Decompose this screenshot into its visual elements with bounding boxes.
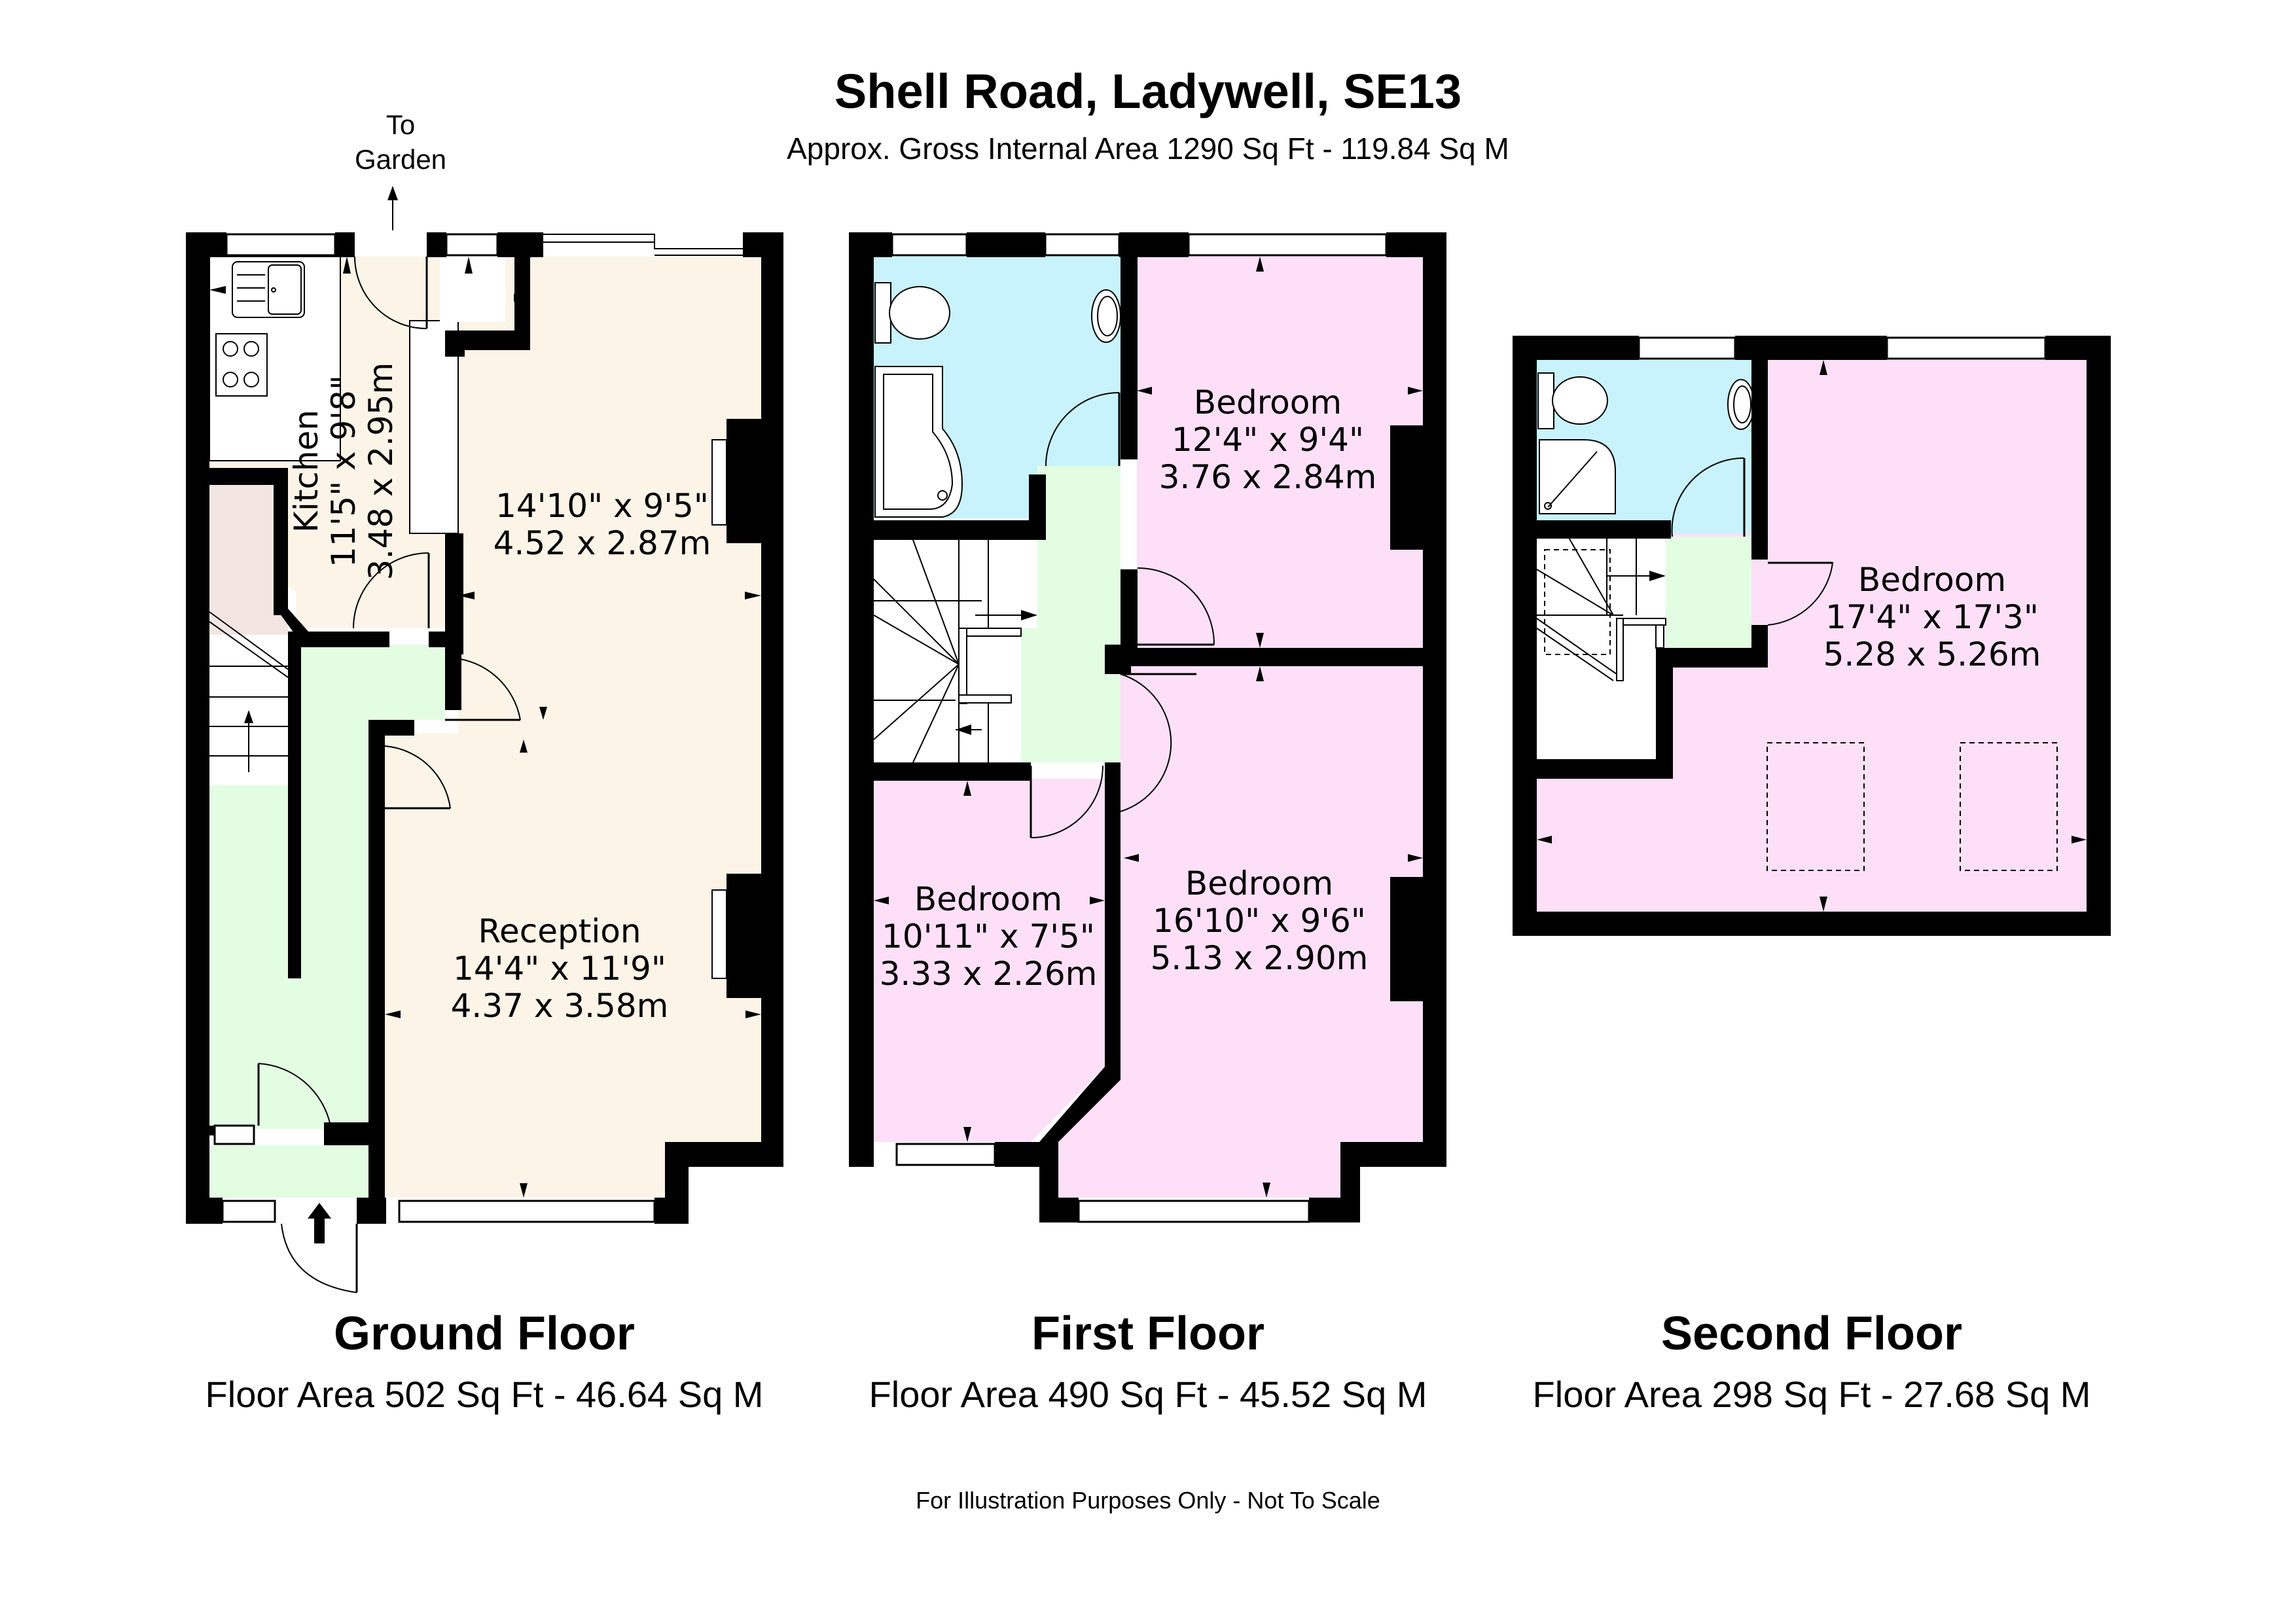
stairs-arrow-right-icon xyxy=(975,610,1037,620)
reception-bay-window xyxy=(398,1200,656,1223)
stairs-up-arrow-icon xyxy=(244,710,253,772)
reception-metric: 4.37 x 3.58m xyxy=(451,987,669,1025)
sf-stairs-arrow-icon xyxy=(1607,571,1666,581)
svg-text:3.48 x 2.95m: 3.48 x 2.95m xyxy=(362,363,400,580)
first-floor-area: Floor Area 490 Sq Ft - 45.52 Sq M xyxy=(869,1374,1427,1415)
bedroom-rear-metric: 3.76 x 2.84m xyxy=(1159,458,1377,496)
toilet-icon xyxy=(874,282,950,344)
disclaimer: For Illustration Purposes Only - Not To … xyxy=(916,1487,1380,1514)
porch-floor xyxy=(209,1145,370,1198)
sliding-door-window xyxy=(543,234,743,256)
loft-bedroom-imperial: 17'4" x 17'3" xyxy=(1825,598,2039,636)
first-floor-staircase xyxy=(873,539,1037,763)
utility-cupboard xyxy=(440,257,505,322)
bedroom-small-imperial: 10'11" x 7'5" xyxy=(882,918,1095,955)
bedroom-rear-window xyxy=(1187,233,1388,257)
loft-bedroom-name: Bedroom xyxy=(1858,561,2006,599)
bedroom-small-name: Bedroom xyxy=(914,880,1062,918)
ground-floor-plan: To Garden xyxy=(186,109,783,1293)
loft-bedroom-metric: 5.28 x 5.26m xyxy=(1823,635,2041,673)
ground-floor-area: Floor Area 502 Sq Ft - 46.64 Sq M xyxy=(206,1374,764,1415)
cupboard-window xyxy=(445,233,499,257)
garden-door-swing xyxy=(354,256,427,329)
dining-metric: 4.52 x 2.87m xyxy=(493,524,711,562)
sink-icon xyxy=(232,261,305,318)
first-floor-measurement-arrows xyxy=(874,257,1423,1198)
kitchen-door-swing xyxy=(353,552,429,629)
to-garden-arrow-icon xyxy=(387,186,398,230)
reception-imperial: 14'4" x 11'9" xyxy=(453,950,666,988)
landing-floor xyxy=(962,466,1121,762)
to-garden-label-line2: Garden xyxy=(355,144,446,175)
reception-fireplace-2 xyxy=(711,889,727,979)
entrance-arrowhead-icon xyxy=(308,1203,331,1219)
skylight-2 xyxy=(1960,742,2058,871)
skylight-1 xyxy=(1767,742,1865,871)
second-floor-area: Floor Area 298 Sq Ft - 27.68 Sq M xyxy=(1533,1374,2091,1415)
bedroom-front-floor xyxy=(1058,664,1423,1198)
bedroom-front-door-swing xyxy=(1120,673,1172,812)
bedroom-small-floor xyxy=(874,779,1105,1142)
first-floor-title: First Floor xyxy=(1031,1308,1265,1360)
front-door-swing xyxy=(281,1223,357,1293)
basin-icon xyxy=(1091,289,1121,343)
reception-floor xyxy=(385,733,761,1198)
bedroom-front-window xyxy=(1077,1200,1310,1223)
reception-door-swing xyxy=(384,745,451,809)
shower-room-door-swing xyxy=(1671,457,1745,537)
ground-floor-walls xyxy=(186,232,783,1224)
second-floor-plan: Bedroom 17'4" x 17'3" 5.28 x 5.26m xyxy=(1513,336,2111,936)
second-floor-measurement-arrows xyxy=(1537,360,2087,912)
bathroom-window-1 xyxy=(891,233,968,257)
svg-text:Kitchen: Kitchen xyxy=(287,410,325,533)
bedroom-rear-door-swing xyxy=(1137,567,1215,645)
sf-toilet-icon xyxy=(1537,372,1608,429)
hob-icon xyxy=(215,333,268,397)
measurement-arrows xyxy=(209,257,761,1198)
bedroom-rear-imperial: 12'4" x 9'4" xyxy=(1172,421,1364,459)
entrance-arrow-icon xyxy=(314,1217,325,1243)
bathtub-icon xyxy=(874,366,963,518)
kitchen-window xyxy=(225,233,336,257)
svg-text:11'5" x 9'8": 11'5" x 9'8" xyxy=(325,375,363,567)
sf-basin-icon xyxy=(1727,379,1755,430)
loft-bedroom-window xyxy=(1886,336,2047,360)
kitchen-label: Kitchen 11'5" x 9'8" 3.48 x 2.95m xyxy=(287,363,400,580)
bathroom-window-2 xyxy=(1044,233,1121,257)
porch-front-window xyxy=(221,1200,276,1223)
second-floor-walls xyxy=(1513,336,2111,936)
bedroom-small-metric: 3.33 x 2.26m xyxy=(880,955,1098,993)
gross-area-subtitle: Approx. Gross Internal Area 1290 Sq Ft -… xyxy=(787,132,1509,166)
dining-imperial: 14'10" x 9'5" xyxy=(495,487,709,525)
loft-bedroom-door-swing xyxy=(1767,562,1834,626)
bedroom-front-name: Bedroom xyxy=(1185,865,1333,902)
ground-floor-title: Ground Floor xyxy=(334,1308,635,1360)
shower-room-window xyxy=(1638,336,1736,360)
bedroom-rear-name: Bedroom xyxy=(1194,383,1342,421)
first-floor-plan: Bedroom 12'4" x 9'4" 3.76 x 2.84m Bedroo… xyxy=(849,232,1446,1223)
shower-tray-icon xyxy=(1539,439,1616,514)
reception-rear-door-swing xyxy=(444,656,521,721)
stairs-arrow-left-icon xyxy=(956,724,982,735)
second-floor-staircase xyxy=(1536,536,1666,681)
staircase xyxy=(209,611,301,786)
sf-staircase-floor xyxy=(1537,537,1666,759)
page-title: Shell Road, Ladywell, SE13 xyxy=(834,64,1462,118)
porch-side-window xyxy=(213,1124,255,1145)
bedroom-front-metric: 5.13 x 2.90m xyxy=(1151,939,1369,977)
reception-fireplace xyxy=(711,439,727,526)
bedroom-small-door-swing xyxy=(1030,765,1103,838)
staircase-floor xyxy=(874,540,1021,762)
hallway-floor xyxy=(209,645,445,1129)
bedroom-small-window xyxy=(895,1143,996,1166)
to-garden-label-line1: To xyxy=(386,109,415,140)
porch-inner-door-swing xyxy=(258,1063,331,1126)
reception-name: Reception xyxy=(478,912,641,950)
first-floor-walls xyxy=(849,232,1446,1222)
bathroom-door-swing xyxy=(1045,392,1120,467)
bedroom-front-imperial: 16'10" x 9'6" xyxy=(1153,902,1366,940)
second-floor-title: Second Floor xyxy=(1661,1308,1962,1360)
sf-landing-floor xyxy=(1666,537,1751,648)
